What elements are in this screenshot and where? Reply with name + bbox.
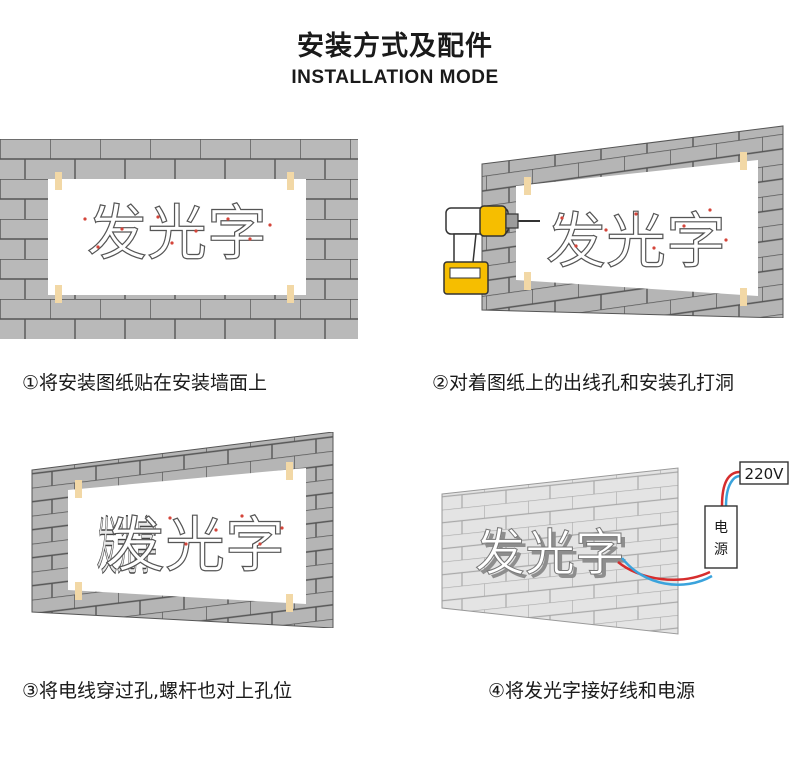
sign-text-3d: 发光字	[475, 524, 625, 582]
wire-blue	[621, 474, 741, 586]
page-title: 安装方式及配件	[297, 31, 493, 62]
step-1-caption: ①将安装图纸贴在安装墙面上	[22, 372, 268, 394]
power-supply-label-1: 电	[714, 520, 728, 536]
sign-text-3d: 发光字	[97, 510, 157, 583]
install-template-paper	[68, 468, 306, 604]
power-supply-label-2: 源	[714, 542, 728, 558]
drill-icon	[443, 205, 540, 295]
voltage-label: 220V	[745, 465, 785, 483]
step-3-caption: ③将电线穿过孔,螺杆也对上孔位	[22, 680, 293, 702]
step-3-illustration: 发光字 发光字	[31, 432, 334, 628]
step-2-illustration: 发光字	[443, 125, 784, 318]
template-holes	[168, 514, 284, 546]
wire-red	[617, 470, 741, 581]
step-1-illustration: 发光字	[0, 139, 358, 339]
install-template-paper	[48, 179, 306, 295]
voltage-tag: 220V	[739, 461, 789, 485]
sign-text-outline: 发光字	[87, 199, 267, 269]
page-subtitle: INSTALLATION MODE	[291, 67, 499, 88]
sign-text-outline: 发光字	[546, 207, 726, 277]
masking-tape	[75, 462, 293, 612]
brick-wall	[441, 467, 679, 635]
power-supply-icon: 电 源	[704, 505, 738, 569]
step-4-illustration: 发光字 发光字 电 源 220V	[441, 461, 789, 635]
masking-tape	[524, 152, 747, 306]
template-holes	[83, 215, 272, 249]
step-4-caption: ④将发光字接好线和电源	[488, 680, 696, 702]
sign-text-3d-shadow: 发光字	[479, 528, 629, 586]
template-holes	[560, 208, 728, 250]
step-2-caption: ②对着图纸上的出线孔和安装孔打洞	[432, 372, 735, 394]
install-template-paper	[516, 160, 758, 296]
sign-text-outline: 发光字	[105, 511, 285, 581]
masking-tape	[55, 172, 294, 303]
